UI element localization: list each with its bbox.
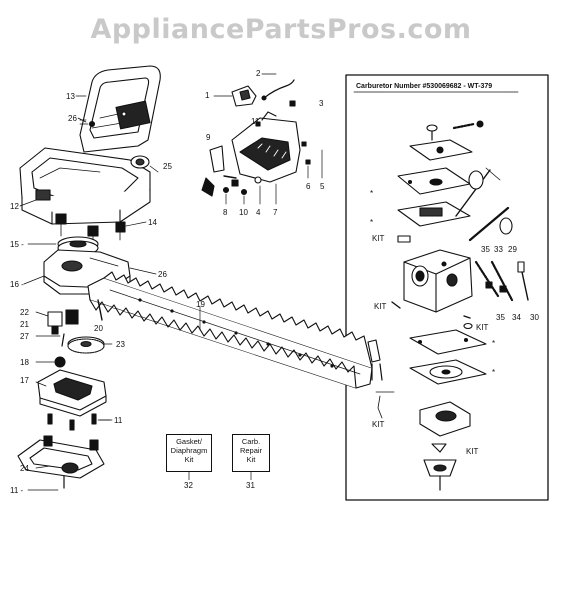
part-label-2[interactable]: 2 [256,69,261,78]
part-label-19[interactable]: 19 [196,300,205,309]
carburetor-panel-frame [345,74,549,501]
part-label-1[interactable]: 1 [205,91,210,100]
kit-line-1: Gasket/ [176,437,202,446]
carb-label-35a[interactable]: 35 [481,245,490,254]
part-label-8[interactable]: 8 [223,208,228,217]
part-label-7[interactable]: 7 [273,208,278,217]
part-label-22[interactable]: 22 [20,308,29,317]
leader-lines [19,95,201,491]
part-label-25[interactable]: 25 [163,162,172,171]
part-label-18[interactable]: 18 [20,358,29,367]
carb-star-2: * [370,218,374,227]
knob-25 [130,155,150,169]
part-label-26[interactable]: 26 [68,114,77,123]
rear-handle-housing [19,147,151,225]
part-label-3[interactable]: 3 [319,99,324,108]
part-label-13[interactable]: 13 [66,92,75,101]
part-label-5[interactable]: 5 [320,182,325,191]
part-label-12[interactable]: 12 [10,202,19,211]
part-label-11a[interactable]: 11 [251,117,260,126]
ignition-coil-1 [213,85,257,107]
kit-line-1: Carb. [241,437,261,446]
carb-kit-label-2[interactable]: KIT [374,302,387,311]
carb-label-33[interactable]: 33 [494,245,503,254]
wire-2 [261,73,295,101]
part-label-6[interactable]: 6 [306,182,311,191]
part-label-27[interactable]: 27 [20,332,29,341]
carb-star-3: * [492,339,496,348]
throttle-parts-9 [201,145,239,197]
crank-gear-23 [67,336,105,354]
housing-nuts [55,213,126,247]
part-label-23[interactable]: 23 [116,340,125,349]
part-label-10[interactable]: 10 [239,208,248,217]
gasket-diaphragm-kit-box[interactable]: Gasket/ Diaphragm Kit [166,434,212,472]
carburetor-title: Carburetor Number #530069682 - WT-379 [356,83,493,90]
gear-18 [54,356,66,368]
carb-label-34[interactable]: 34 [512,313,521,322]
carb-kit-label-1[interactable]: KIT [372,234,385,243]
kit-line-3: Kit [246,455,256,464]
carb-kit-label-3[interactable]: KIT [476,323,489,332]
fasteners-3-4-6-8-10 [222,100,323,205]
hand-guard-24 [17,435,105,489]
part-label-17[interactable]: 17 [20,376,29,385]
carb-repair-kit-box[interactable]: Carb. Repair Kit [232,434,270,472]
kit-line-2: Repair [239,446,263,455]
spacer-bolts [47,299,103,347]
kit-number-31: 31 [246,481,255,490]
part-label-16[interactable]: 16 - [10,280,24,289]
cover-plate-17 [37,369,107,417]
kit-number-32: 32 [184,481,193,490]
front-handle [79,65,161,153]
carb-kit-label-4[interactable]: KIT [372,420,385,429]
part-label-26b[interactable]: 26 [158,270,167,279]
carb-label-30[interactable]: 30 [530,313,539,322]
engine-housing-7 [231,111,301,183]
carb-kit-label-5[interactable]: KIT [466,447,479,456]
carburetor-exploded [367,120,529,491]
carb-star-4: * [492,368,496,377]
part-label-20[interactable]: 20 [94,324,103,333]
kit-line-2: Diaphragm [170,446,208,455]
part-label-21[interactable]: 21 [20,320,29,329]
carb-star-1: * [370,189,374,198]
kit-line-3: Kit [184,455,194,464]
part-label-9[interactable]: 9 [206,133,211,142]
carb-label-35b[interactable]: 35 [496,313,505,322]
part-label-15[interactable]: 15 - [10,240,24,249]
part-label-24[interactable]: 24 [20,464,29,473]
part-label-4[interactable]: 4 [256,208,261,217]
hedge-blade [87,271,373,389]
part-label-14[interactable]: 14 [148,218,157,227]
watermark: AppliancePartsPros.com [90,14,472,45]
part-label-11c[interactable]: 11 - [10,486,24,495]
carb-label-29[interactable]: 29 [508,245,517,254]
part-label-11b[interactable]: 11 [114,416,123,425]
